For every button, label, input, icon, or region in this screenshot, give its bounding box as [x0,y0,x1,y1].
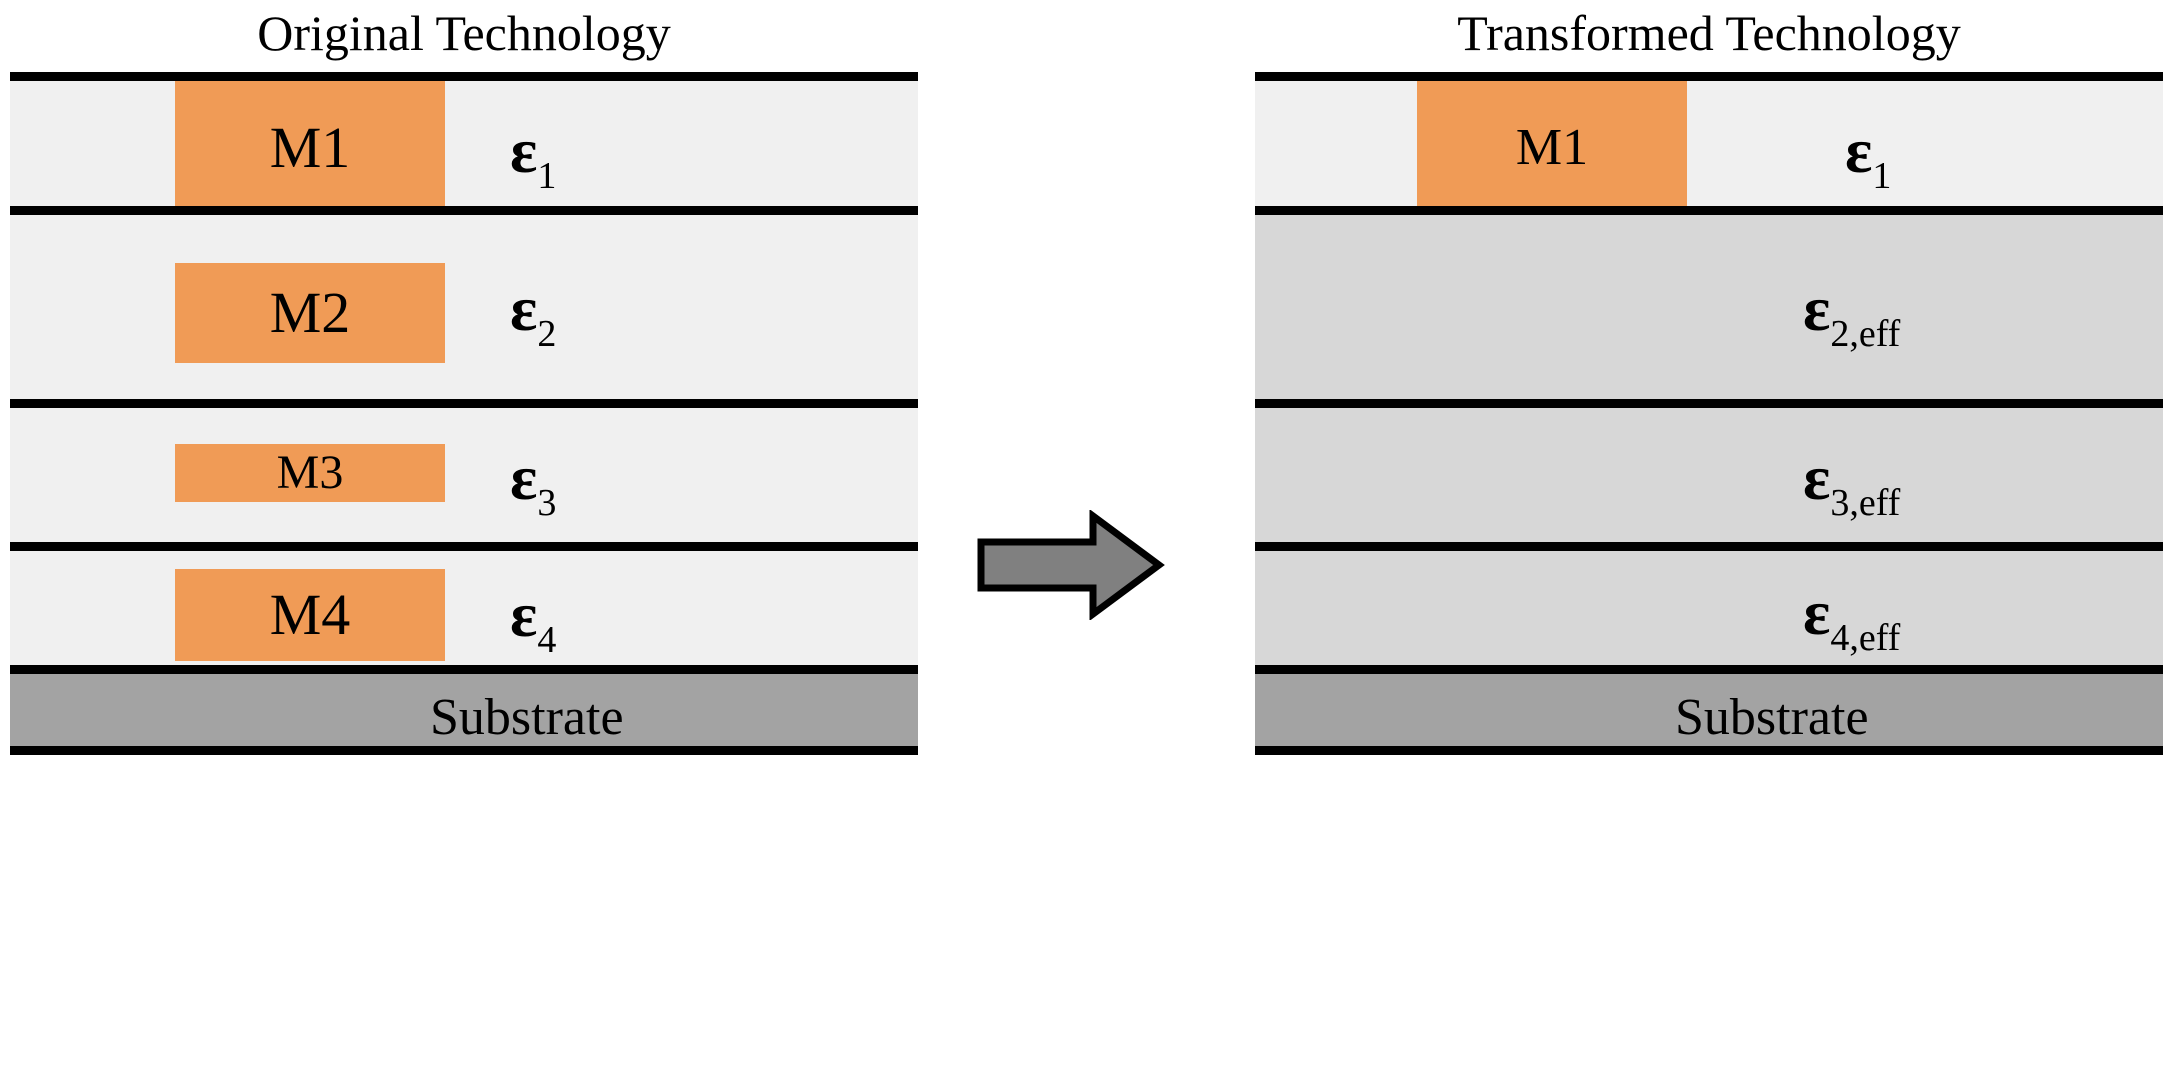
metal-block-m4: M4 [175,569,445,661]
stack-original: M1 ε1 M2 ε2 M3 ε3 M4 [10,72,918,755]
layer-transformed-1: M1 ε1 [1255,72,2163,215]
substrate-label: Substrate [1675,689,1869,746]
panel-title-transformed: Transformed Technology [1457,5,1961,61]
permittivity-label-2: ε2 [510,273,557,356]
metal-label-m2: M2 [269,280,351,345]
metal-block-m2: M2 [175,263,445,363]
permittivity-label-3-eff: ε3,eff [1803,442,1901,525]
layer-transformed-3: ε3,eff [1255,399,2163,551]
layer-original-1: M1 ε1 [10,72,918,215]
stack-transformed: M1 ε1 ε2,eff ε3,eff ε4,eff Substrate [1255,72,2163,755]
metal-label-m3: M3 [276,446,344,499]
metal-label-m4: M4 [269,582,351,647]
layer-original-4: M4 ε4 [10,542,918,674]
metal-block-m3: M3 [175,444,445,502]
permittivity-label-1: ε1 [1845,115,1892,198]
metal-label-m1: M1 [269,115,351,180]
permittivity-label-1: ε1 [510,115,557,198]
substrate-original: Substrate [10,665,918,755]
substrate-label: Substrate [430,689,624,746]
metal-label-m1: M1 [1515,119,1589,176]
transformation-arrow-icon [977,510,1165,620]
layer-transformed-2: ε2,eff [1255,206,2163,408]
permittivity-label-3: ε3 [510,442,557,525]
permittivity-label-4: ε4 [510,579,557,662]
permittivity-label-4-eff: ε4,eff [1803,577,1901,660]
layer-original-3: M3 ε3 [10,399,918,551]
panel-title-original: Original Technology [257,5,671,61]
layer-original-2: M2 ε2 [10,206,918,408]
metal-block-m1: M1 [175,81,445,215]
metal-block-m1: M1 [1417,81,1687,215]
layer-transformed-4: ε4,eff [1255,542,2163,674]
permittivity-label-2-eff: ε2,eff [1803,273,1901,356]
substrate-transformed: Substrate [1255,665,2163,755]
